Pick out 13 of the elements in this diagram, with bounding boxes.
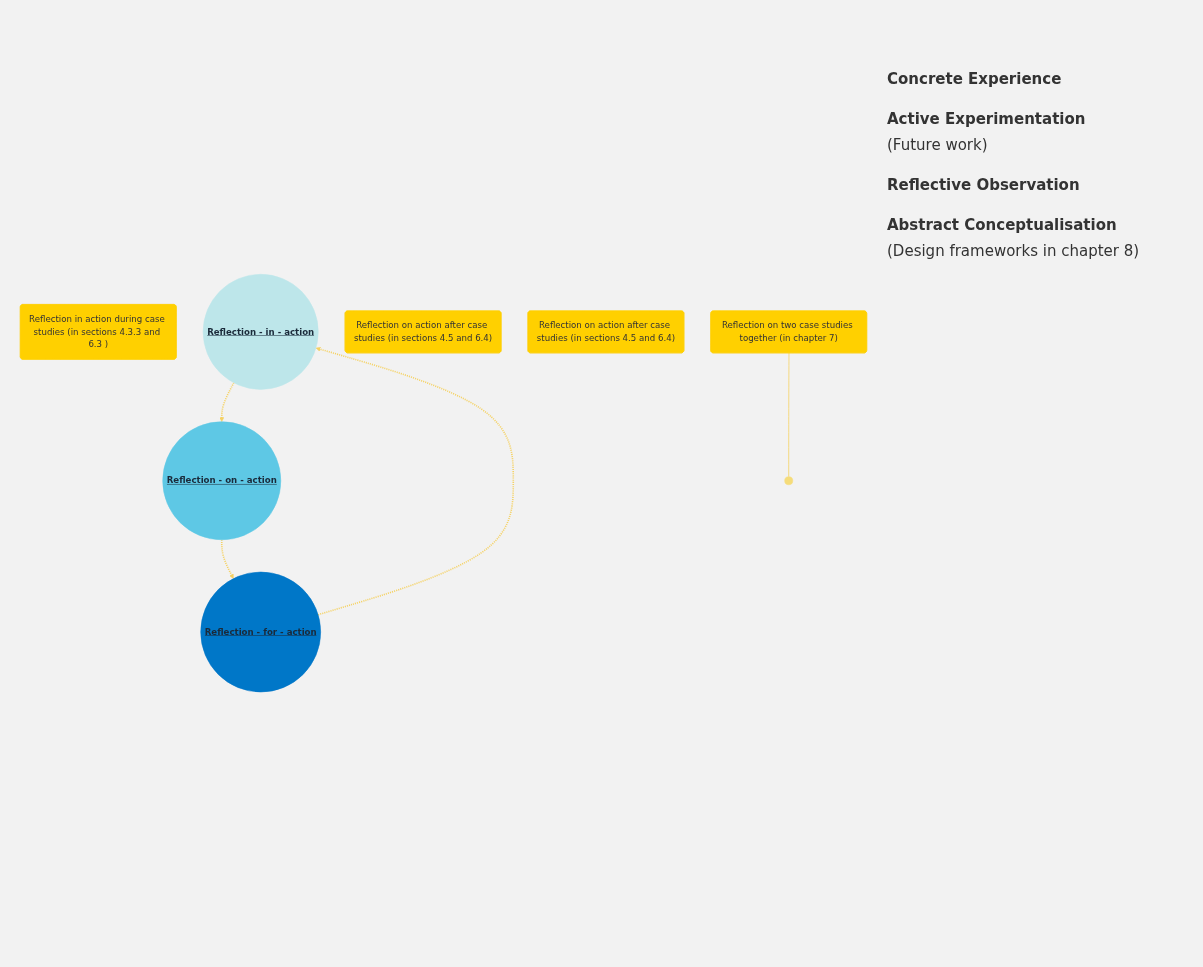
stage-note: (Future work)	[887, 136, 989, 154]
node-circle: Reflection - on - action	[162, 421, 282, 541]
stage-label: Abstract Conceptualisation	[887, 216, 1118, 234]
arrow	[220, 539, 234, 580]
stage-label: Active Experimentation	[887, 110, 1087, 128]
node-circle: Reflection - in - action	[202, 274, 319, 391]
stage-label: Concrete Experience	[887, 70, 1063, 88]
connector	[788, 353, 790, 478]
node-circle: Reflection - for - action	[200, 572, 321, 693]
stage-label: Reflective Observation	[887, 176, 1081, 194]
stage-note: (Design frameworks in chapter 8)	[887, 242, 1141, 260]
arrow	[219, 382, 235, 423]
arrow	[315, 347, 515, 616]
